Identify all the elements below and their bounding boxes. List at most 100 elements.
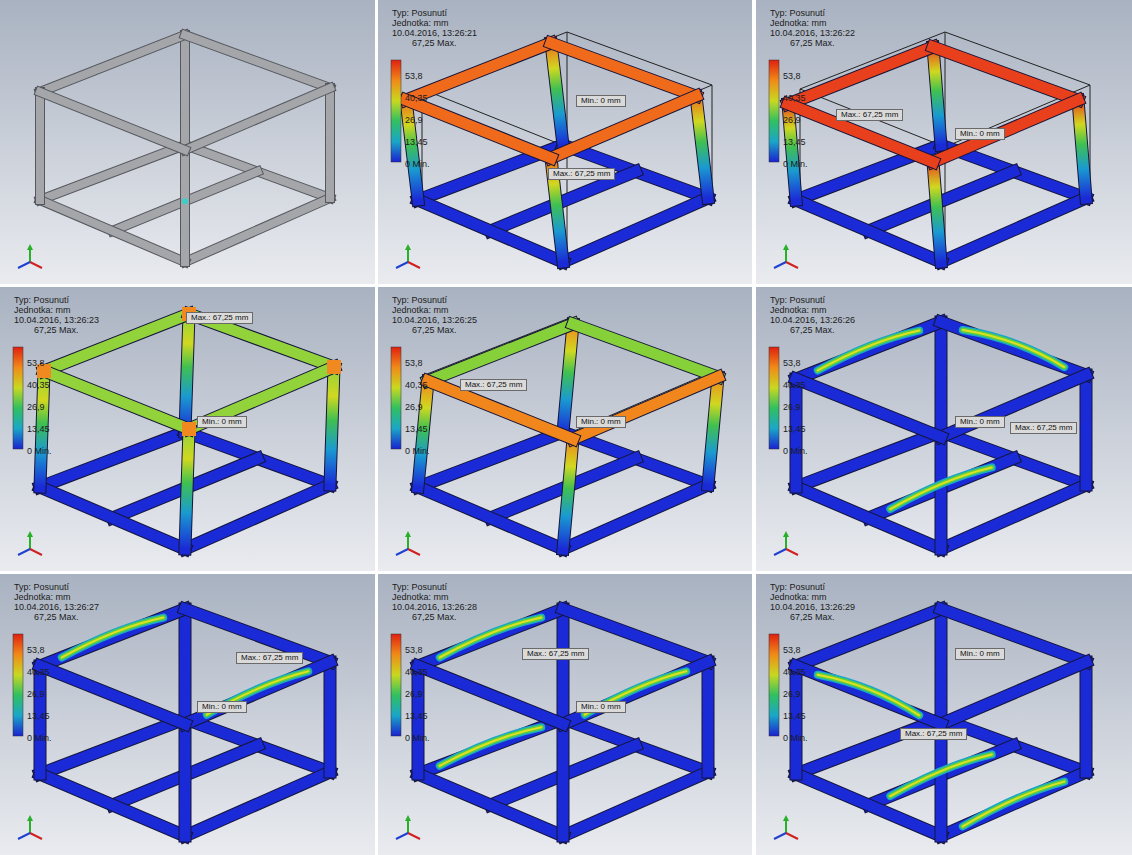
legend-header: Typ: Posunutí — [392, 582, 447, 592]
beam — [936, 437, 947, 549]
bending-zone — [818, 331, 920, 371]
beam-edge — [179, 609, 192, 719]
beam-edge — [941, 322, 1086, 375]
panel — [756, 0, 1132, 284]
fixture-marker — [182, 198, 188, 204]
beam — [40, 200, 185, 262]
beam — [573, 377, 718, 439]
axis-z — [18, 262, 30, 268]
beam — [40, 432, 185, 487]
beam-edge — [557, 724, 570, 836]
beam — [551, 96, 696, 158]
hot-corner — [182, 422, 196, 436]
beam-edge — [941, 609, 1086, 662]
bending-peak — [440, 727, 542, 766]
color-scale — [391, 347, 401, 449]
scale-value: 13,45 — [405, 711, 428, 721]
scale-value: 26,9 — [27, 689, 45, 699]
beam-edge — [185, 772, 330, 836]
beam-edge — [1080, 375, 1093, 485]
max-value: 67,25 Max. — [34, 325, 79, 335]
beam-edge — [418, 487, 563, 549]
beam — [708, 377, 718, 485]
beam — [418, 774, 563, 836]
legend-header: 10.04.2016, 13:26:29 — [770, 602, 855, 612]
beam-edge — [406, 43, 551, 100]
beam — [573, 324, 718, 377]
max-value: 67,25 Max. — [790, 38, 835, 48]
bending-zone — [890, 754, 992, 796]
beam — [330, 367, 334, 485]
panel — [0, 287, 375, 571]
scale-value: 53,8 — [783, 645, 801, 655]
beam-edge — [563, 324, 573, 432]
beam — [796, 379, 941, 437]
scale-value: 40,35 — [783, 93, 806, 103]
beam-edge — [185, 35, 330, 88]
beam-edge — [185, 485, 330, 549]
beam — [40, 774, 185, 836]
beam-edge — [185, 198, 330, 262]
beam — [40, 35, 185, 92]
beam — [941, 198, 1086, 262]
beam-edge — [933, 162, 941, 262]
scale-value: 40,35 — [783, 380, 806, 390]
beam-edge — [40, 145, 185, 200]
scale-value: 53,8 — [405, 358, 423, 368]
beam — [563, 324, 573, 432]
beam-edge — [551, 96, 696, 158]
beam — [180, 609, 191, 719]
axis-y — [785, 535, 787, 549]
beam-edge — [941, 198, 1086, 262]
beam — [185, 429, 189, 549]
axis-x — [786, 549, 798, 555]
max-callout: Max.: 67,25 mm — [548, 168, 615, 180]
axis-z — [396, 262, 408, 268]
undeformed-outline — [567, 372, 712, 434]
legend-header: 10.04.2016, 13:26:28 — [392, 602, 477, 612]
panel — [756, 287, 1132, 571]
legend-header: Jednotka: mm — [14, 305, 71, 315]
panel — [378, 0, 752, 284]
beam — [325, 662, 336, 772]
axis-y — [407, 819, 409, 833]
axis-x — [30, 262, 42, 268]
beam-edge — [933, 47, 1078, 100]
scale-value: 40,35 — [405, 380, 428, 390]
beam-edge — [941, 485, 1086, 549]
axis-y-head — [783, 531, 789, 537]
beam-edge — [573, 324, 718, 377]
beam-edge — [189, 367, 334, 429]
beam-edge — [941, 662, 1086, 724]
beam-edge — [796, 666, 941, 724]
beam — [406, 100, 551, 158]
axis-x — [408, 833, 420, 839]
axis-y-head — [405, 531, 411, 537]
beam-edge — [185, 88, 330, 150]
beam — [418, 432, 563, 487]
beam-edge — [418, 432, 563, 487]
beam-edge — [551, 43, 696, 96]
scale-value: 40,35 — [405, 93, 428, 103]
color-scale — [769, 634, 779, 736]
panel-background — [378, 0, 752, 284]
bending-zone — [440, 727, 542, 766]
panel — [378, 574, 752, 855]
bending-peak — [890, 754, 992, 796]
scale-value: 26,9 — [783, 689, 801, 699]
beam-edge — [185, 314, 189, 432]
beam — [185, 198, 330, 262]
beam-edge — [40, 200, 185, 262]
axis-z — [18, 549, 30, 555]
legend-header: 10.04.2016, 13:26:26 — [770, 315, 855, 325]
beam — [933, 100, 1078, 162]
axis-y-head — [27, 815, 33, 821]
beam — [933, 162, 941, 262]
bending-zone — [963, 782, 1065, 827]
max-callout: Max.: 67,25 mm — [460, 379, 527, 391]
max-callout: Max.: 67,25 mm — [836, 109, 903, 121]
bending-zone — [890, 467, 992, 509]
beam — [941, 485, 1086, 549]
scale-value: 26,9 — [783, 115, 801, 125]
